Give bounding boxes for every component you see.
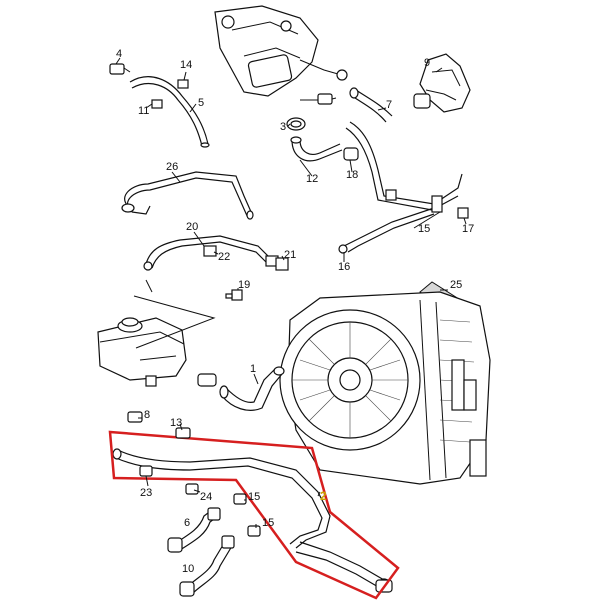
callout-27: 26 bbox=[166, 161, 178, 173]
callout-1: 1 bbox=[250, 363, 256, 375]
callout-26: 25 bbox=[450, 279, 462, 291]
callout-15-upper: 15 bbox=[248, 491, 260, 503]
clamp-part-22 bbox=[275, 257, 289, 271]
callout-21: 20 bbox=[186, 221, 198, 233]
hose-part-7 bbox=[349, 87, 393, 123]
hose-part-21 bbox=[143, 235, 279, 271]
callout-4: 4 bbox=[116, 48, 122, 60]
callout-10: 10 bbox=[182, 563, 194, 575]
clip-part-18 bbox=[457, 207, 469, 219]
callout-12: 12 bbox=[306, 173, 318, 185]
callout-19: 18 bbox=[346, 169, 358, 181]
clamp-part-15a bbox=[233, 493, 247, 505]
callout-2: 2 bbox=[320, 489, 327, 503]
callout-13: 13 bbox=[170, 417, 182, 429]
clamp-part-4 bbox=[109, 63, 131, 75]
clip-part-14 bbox=[177, 79, 189, 89]
hose-part-6 bbox=[167, 507, 221, 553]
callout-14: 14 bbox=[180, 59, 192, 71]
clamp-part-24 bbox=[139, 465, 153, 477]
callout-16: 15 bbox=[418, 223, 430, 235]
bolt-part-20 bbox=[225, 289, 243, 301]
callout-5: 5 bbox=[198, 97, 204, 109]
callout-25: 24 bbox=[200, 491, 212, 503]
callout-15-lower: 15 bbox=[262, 517, 274, 529]
callout-17: 16 bbox=[338, 261, 350, 273]
bracket-part-9 bbox=[413, 53, 471, 113]
hose-part-5 bbox=[129, 76, 210, 148]
clamp-part-15b bbox=[247, 525, 261, 537]
callout-8: 8 bbox=[144, 409, 150, 421]
clamp-part-3 bbox=[286, 117, 306, 131]
callout-22: 21 bbox=[284, 249, 296, 261]
callout-11: 11 bbox=[138, 105, 149, 117]
hose-part-12 bbox=[290, 136, 343, 162]
clamp-part-13 bbox=[175, 427, 191, 439]
callout-18: 17 bbox=[462, 223, 474, 235]
hose-part-10 bbox=[179, 535, 235, 597]
pipe-part-16 bbox=[338, 121, 463, 254]
hose-part-1 bbox=[197, 366, 285, 411]
callout-23: 22 bbox=[218, 251, 230, 263]
clamp-part-25 bbox=[185, 483, 199, 495]
leader-lines bbox=[115, 57, 467, 528]
clamp-part-23 bbox=[203, 245, 217, 257]
highlight-outline bbox=[108, 430, 400, 600]
callout-20: 19 bbox=[238, 279, 250, 291]
coolant-reservoir bbox=[97, 317, 187, 387]
callout-3: 3 bbox=[280, 121, 286, 133]
clamp-part-8 bbox=[127, 411, 143, 423]
thermostat-housing bbox=[214, 5, 348, 105]
hose-part-27 bbox=[121, 171, 254, 220]
callout-9: 9 bbox=[424, 57, 430, 69]
callout-6: 6 bbox=[184, 517, 190, 529]
callout-7: 7 bbox=[386, 99, 392, 111]
callout-24: 23 bbox=[140, 487, 152, 499]
clamp-part-19 bbox=[343, 147, 359, 161]
clip-part-11 bbox=[151, 99, 163, 109]
radiator-fan-assembly bbox=[279, 291, 491, 485]
